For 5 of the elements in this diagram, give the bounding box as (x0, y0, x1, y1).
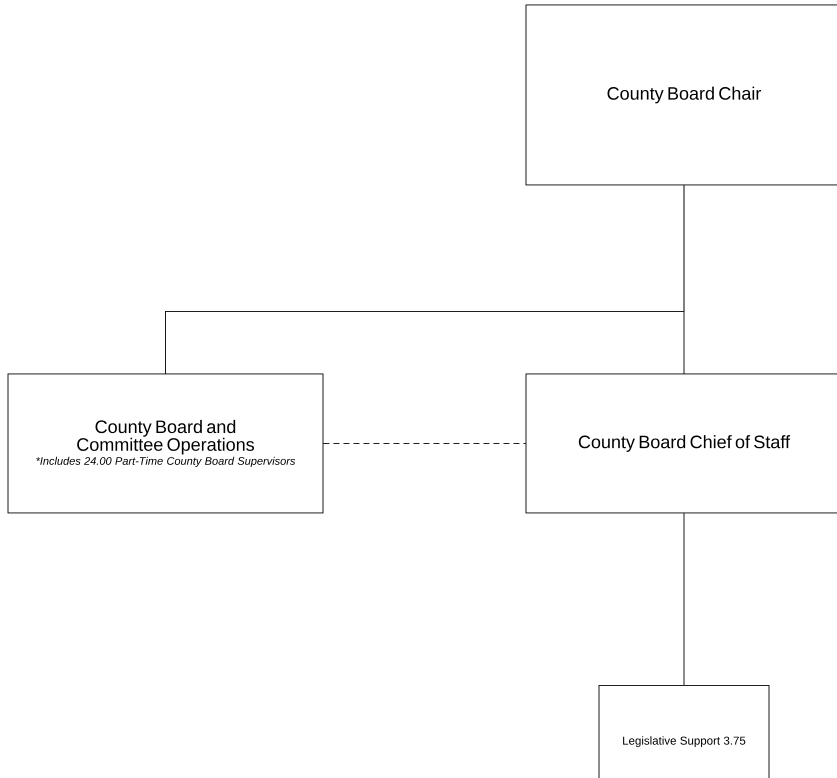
org-box: County Board Chief of Staff (526, 374, 837, 514)
org-box: County Board Chair (526, 4, 837, 186)
connector-line (323, 443, 526, 444)
org-box: Legislative Support 3.75 (598, 684, 770, 778)
org-box: County Board and Committee Operations *Includes 24.00 Part-Time County Board Supervisors (8, 374, 324, 514)
